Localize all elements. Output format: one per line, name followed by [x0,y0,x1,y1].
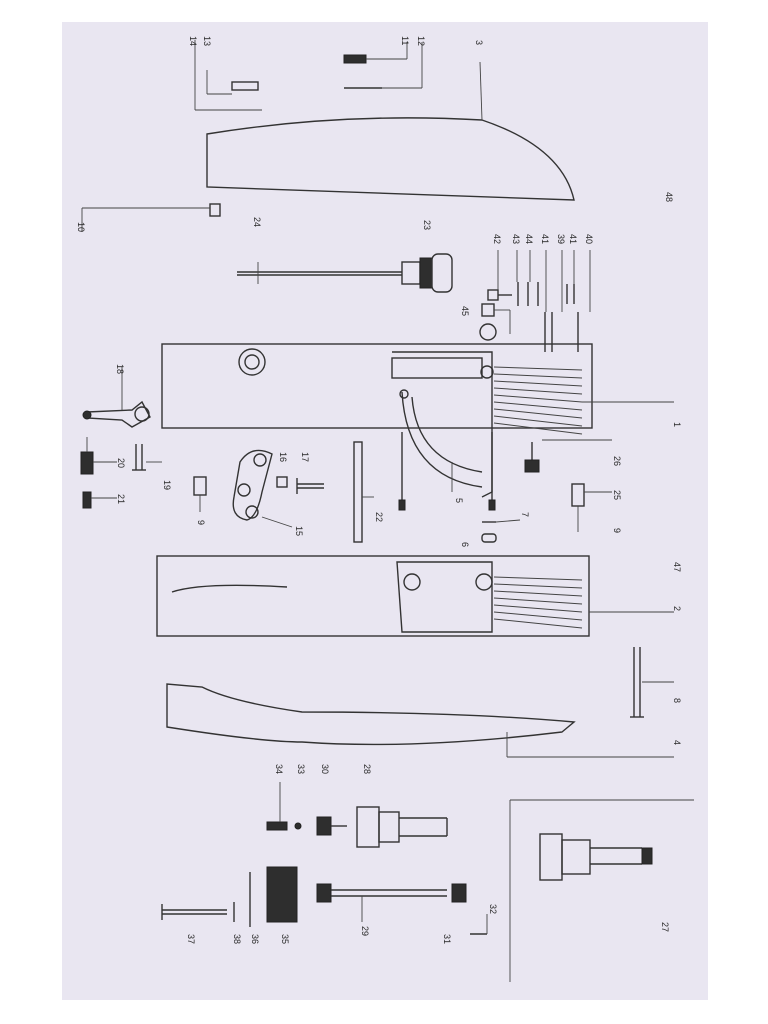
callout-39: 39 [556,234,566,244]
callout-20: 20 [116,458,126,468]
callout-38: 38 [232,934,242,944]
callout-26: 26 [612,456,622,466]
exploded-parts-diagram: 14 13 11 12 3 10 24 23 42 43 44 41 39 41… [76,36,694,982]
part-side-cover-lower [166,683,576,746]
part-gear-31 [451,883,467,903]
part-clip-6 [481,519,521,543]
callout-12: 12 [416,36,426,46]
callout-32: 32 [488,904,498,914]
callout-15: 15 [294,526,304,536]
inset-detail-27 [509,799,694,982]
callout-36: 36 [250,934,260,944]
callout-1: 1 [672,422,682,427]
callout-31: 31 [442,934,452,944]
part-small-stack [487,250,591,352]
part-cap-11 [343,42,408,64]
callout-2: 2 [672,606,682,611]
callout-21: 21 [116,494,126,504]
part-bushing-45 [479,303,511,341]
part-ball-33 [294,822,302,830]
callout-8: 8 [672,698,682,703]
callout-5: 5 [454,498,464,503]
part-nut-10 [81,203,221,232]
diagram-sheet: 14 13 11 12 3 10 24 23 42 43 44 41 39 41… [62,22,708,1000]
part-nut-16 [276,476,288,488]
part-bolt-8 [630,647,674,718]
part-block-35 [266,866,298,923]
callout-18: 18 [115,364,125,374]
callout-41b: 41 [568,234,578,244]
callout-25: 25 [612,490,622,500]
callout-9b: 9 [612,528,622,533]
part-spring-20 [80,437,117,475]
callout-3: 3 [474,40,484,45]
part-side-cover-top [206,117,575,201]
callout-44: 44 [524,234,534,244]
part-block-25 [571,483,585,507]
part-body-lower-2 [156,555,674,637]
part-pin-13 [194,40,262,111]
callout-23: 23 [422,220,432,230]
part-screw-21 [82,491,117,509]
callout-16: 16 [278,452,288,462]
part-rod-23-24 [237,253,453,293]
part-body-upper-1 [161,343,674,498]
callout-45: 45 [460,306,470,316]
callout-9a: 9 [196,520,206,525]
callout-22: 22 [374,512,384,522]
callout-34: 34 [274,764,284,774]
callout-41a: 41 [540,234,550,244]
part-pin-22 [353,441,374,543]
part-screw-17 [296,478,324,494]
callout-33: 33 [296,764,306,774]
callout-43: 43 [511,234,521,244]
callout-35: 35 [280,934,290,944]
callout-29: 29 [360,926,370,936]
callout-48: 48 [664,192,674,202]
callout-4: 4 [672,740,682,745]
callout-27: 27 [660,922,670,932]
part-rods-5 [398,432,496,511]
callout-24: 24 [252,217,262,227]
part-plate-15 [232,449,293,528]
part-washer-12 [344,42,423,89]
part-bolt-19 [132,444,162,471]
callout-14: 14 [188,36,198,46]
callout-28: 28 [362,764,372,774]
part-shaft-29 [316,883,447,922]
callout-30: 30 [320,764,330,774]
callout-11: 11 [400,36,410,45]
part-gear-30 [316,816,347,836]
callout-6: 6 [460,542,470,547]
part-hub-28 [356,806,448,848]
part-block-9a [193,476,207,496]
part-spring-34 [266,782,288,831]
callout-42: 42 [492,234,502,244]
part-bolt-37 [161,904,227,920]
callout-19: 19 [162,480,172,490]
callout-10: 10 [76,222,86,232]
part-pin-26 [524,439,612,473]
callout-47: 47 [672,562,682,572]
part-lever-18 [82,367,151,428]
callout-13: 13 [202,36,212,46]
callout-17: 17 [300,452,310,462]
callout-7: 7 [520,512,530,517]
callout-40: 40 [584,234,594,244]
callout-37: 37 [186,934,196,944]
